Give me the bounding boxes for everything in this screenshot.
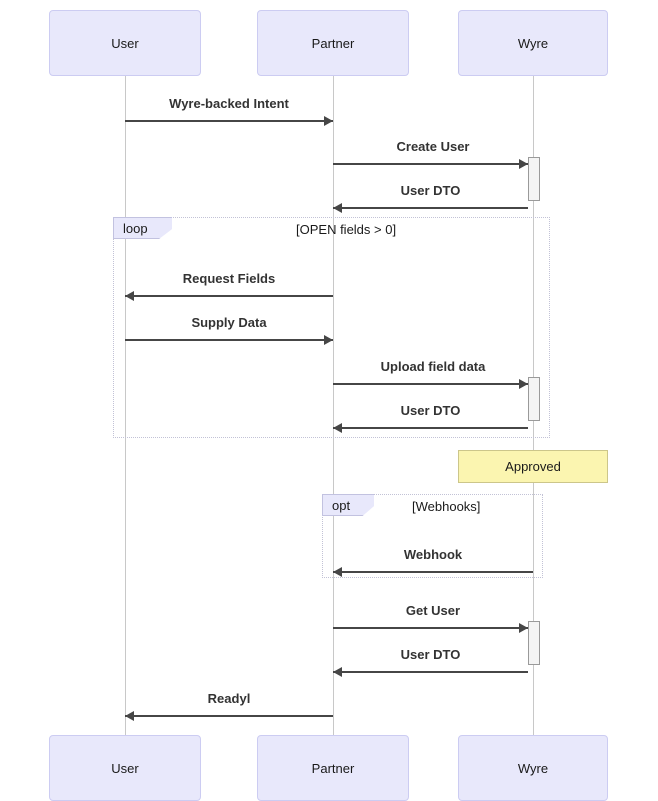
message-arrowhead-request-fields xyxy=(125,291,134,301)
fragment-loop[interactable] xyxy=(113,217,550,438)
message-arrowhead-upload-field-data xyxy=(519,379,528,389)
lifeline-user xyxy=(125,76,126,736)
message-line-get-user xyxy=(333,627,528,629)
fragment-loop-condition: [OPEN fields > 0] xyxy=(296,222,397,237)
message-label-request-fields: Request Fields xyxy=(182,271,276,286)
activation-bar-wyre-get-user xyxy=(528,621,540,665)
message-arrowhead-user-dto-1 xyxy=(333,203,342,213)
fragment-opt-condition: [Webhooks] xyxy=(412,499,481,514)
participant-footer-user-label: User xyxy=(111,760,139,776)
message-arrowhead-get-user xyxy=(519,623,528,633)
fragment-opt-tab: opt xyxy=(322,494,374,516)
message-label-user-dto-3: User DTO xyxy=(400,647,461,662)
message-label-supply-data: Supply Data xyxy=(191,315,267,330)
message-arrowhead-webhook xyxy=(333,567,342,577)
participant-header-partner-label: Partner xyxy=(311,35,355,51)
message-arrowhead-supply-data xyxy=(324,335,333,345)
activation-bar-wyre-create-user xyxy=(528,157,540,201)
fragment-opt-keyword: opt xyxy=(332,497,351,513)
message-line-wyre-backed-intent xyxy=(125,120,333,122)
participant-footer-wyre-label: Wyre xyxy=(517,760,549,776)
fragment-loop-keyword: loop xyxy=(123,220,148,236)
activation-bar-wyre-upload-field-data xyxy=(528,377,540,421)
fragment-opt[interactable] xyxy=(322,494,543,578)
message-arrowhead-create-user xyxy=(519,159,528,169)
lifeline-partner xyxy=(333,76,334,736)
participant-header-user-label: User xyxy=(111,35,139,51)
message-label-webhook: Webhook xyxy=(403,547,463,562)
message-label-create-user: Create User xyxy=(396,139,470,154)
message-line-user-dto-1 xyxy=(333,207,528,209)
message-line-upload-field-data xyxy=(333,383,528,385)
message-arrowhead-user-dto-3 xyxy=(333,667,342,677)
message-line-supply-data xyxy=(125,339,333,341)
message-arrowhead-user-dto-2 xyxy=(333,423,342,433)
participant-header-wyre-label: Wyre xyxy=(517,35,549,51)
fragment-loop-tab: loop xyxy=(113,217,172,239)
message-line-request-fields xyxy=(125,295,333,297)
message-line-user-dto-3 xyxy=(333,671,528,673)
message-label-get-user: Get User xyxy=(405,603,461,618)
message-label-upload-field-data: Upload field data xyxy=(380,359,486,374)
participant-header-user[interactable]: User xyxy=(49,10,201,76)
message-arrowhead-readyl xyxy=(125,711,134,721)
message-line-webhook xyxy=(333,571,533,573)
message-label-readyl: Readyl xyxy=(207,691,251,706)
participant-footer-user[interactable]: User xyxy=(49,735,201,801)
participant-footer-wyre[interactable]: Wyre xyxy=(458,735,608,801)
message-arrowhead-wyre-backed-intent xyxy=(324,116,333,126)
participant-header-partner[interactable]: Partner xyxy=(257,10,409,76)
message-label-user-dto-2: User DTO xyxy=(400,403,461,418)
message-line-readyl xyxy=(125,715,333,717)
participant-footer-partner[interactable]: Partner xyxy=(257,735,409,801)
message-line-create-user xyxy=(333,163,528,165)
note-approved[interactable]: Approved xyxy=(458,450,608,483)
participant-header-wyre[interactable]: Wyre xyxy=(458,10,608,76)
message-label-user-dto-1: User DTO xyxy=(400,183,461,198)
message-line-user-dto-2 xyxy=(333,427,528,429)
participant-footer-partner-label: Partner xyxy=(311,760,355,776)
message-label-wyre-backed-intent: Wyre-backed Intent xyxy=(169,96,289,111)
note-approved-label: Approved xyxy=(505,459,561,474)
